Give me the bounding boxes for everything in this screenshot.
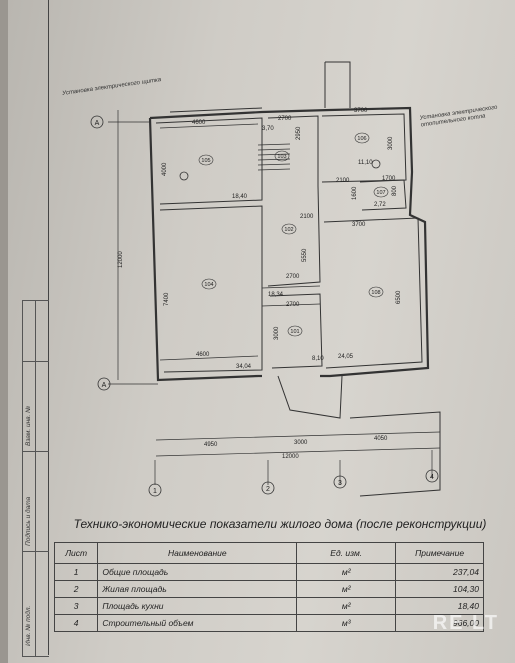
dim-bot-4600: 4600 (196, 352, 210, 358)
dim-v-5550: 5550 (302, 248, 308, 262)
table-row: 1 Общие площадь м² 237,04 (53, 563, 484, 581)
room-102-id: 102 (284, 227, 293, 233)
col-header-note: Примечание (395, 542, 484, 564)
row-name: Жилая площадь (97, 580, 298, 598)
room-102-area: 18,34 (268, 292, 284, 298)
dimension-lines (108, 110, 441, 485)
room-107-area: 2,72 (374, 202, 386, 208)
dim-v-6500: 6500 (396, 290, 402, 304)
dim-d-800: 800 (392, 185, 398, 196)
row-number: 3 (53, 597, 99, 615)
col-header-unit: Ед. изм. (296, 542, 397, 564)
axis-label-a-bottom: А (102, 382, 107, 389)
axis-label-2: 2 (266, 486, 270, 493)
axis-label-4: 4 (430, 474, 434, 481)
row-name: Общие площадь (97, 563, 298, 581)
dim-d-2100b: 2100 (336, 178, 350, 184)
dim-d-2100: 2100 (300, 214, 314, 220)
row-number: 1 (53, 563, 99, 581)
axis-label-a-top: А (95, 120, 100, 127)
room-106-area: 11,10 (358, 160, 373, 166)
outer-walls (148, 106, 430, 382)
row-number: 2 (53, 580, 99, 598)
room-105-id: 105 (201, 158, 210, 164)
dim-b-3000: 3000 (294, 440, 308, 446)
row-value: 237,04 (395, 563, 484, 581)
page-title: Технико-экономические показатели жилого … (73, 517, 487, 531)
axis-label-3: 3 (338, 480, 342, 487)
col-header-name: Наименование (97, 542, 298, 564)
table-row: 4 Строительный объем м³ 966,00 (53, 614, 484, 632)
col-header-sheet: Лист (53, 542, 99, 564)
room-104-id: 104 (204, 282, 213, 288)
watermark-logo: RE LT (432, 612, 499, 634)
room-103-area: 3,70 (262, 126, 274, 132)
room-104-area: 34,04 (236, 364, 252, 370)
indicators-table: Лист Наименование Ед. изм. Примечание 1 … (53, 542, 484, 632)
dim-top-3700: 3700 (354, 108, 368, 114)
table-row: 3 Площадь кухни м² 18,40 (53, 597, 484, 615)
dim-b-12000: 12000 (282, 454, 299, 460)
room-107-id: 107 (376, 190, 385, 196)
row-unit: м² (296, 580, 397, 598)
dim-v-4000: 4000 (162, 162, 168, 176)
dim-top-4600: 4600 (192, 120, 206, 126)
room-101-area: 8,10 (312, 356, 324, 362)
row-value: 966,00 (395, 614, 484, 632)
stairs (257, 143, 291, 171)
table-header-row: Лист Наименование Ед. изм. Примечание (53, 542, 484, 564)
room-106-id: 106 (357, 136, 366, 142)
dim-left-12000: 12000 (118, 251, 124, 268)
axis-label-1: 1 (153, 488, 157, 495)
dim-d-1700: 1700 (382, 176, 396, 182)
frame-border-line (48, 0, 49, 655)
row-unit: м² (296, 597, 397, 615)
row-number: 4 (53, 614, 99, 632)
row-unit: м² (296, 563, 397, 581)
dim-v-3000b: 3000 (274, 326, 280, 340)
dim-b-4050: 4050 (374, 436, 388, 442)
dim-low-2700: 2700 (286, 302, 300, 308)
room-108-area: 24,05 (338, 354, 354, 360)
row-name: Площадь кухни (97, 597, 298, 615)
room-105-area: 18,40 (232, 194, 248, 200)
dim-b-4950: 4950 (204, 442, 218, 448)
side-stamp: Инв. № подл. Подпись и дата Взам. инв. № (22, 300, 49, 657)
row-name: Строительный объем (97, 614, 298, 632)
dim-v-3000: 3000 (388, 136, 394, 150)
room-101-id: 101 (290, 329, 299, 335)
room-103-id: 103 (277, 154, 286, 160)
dim-top-2700: 2700 (278, 116, 292, 122)
table-row: 2 Жилая площадь м² 104,30 (53, 580, 484, 598)
dim-v-7400: 7400 (164, 292, 170, 306)
dim-v-2950: 2950 (296, 126, 302, 140)
dim-mid-2700: 2700 (286, 274, 300, 280)
axis-bubbles (90, 115, 439, 497)
dim-mid-3700: 3700 (352, 222, 366, 228)
row-unit: м³ (296, 614, 397, 632)
row-value: 104,30 (395, 580, 484, 598)
dim-d-1600: 1600 (352, 186, 358, 200)
room-108-id: 108 (371, 290, 380, 296)
